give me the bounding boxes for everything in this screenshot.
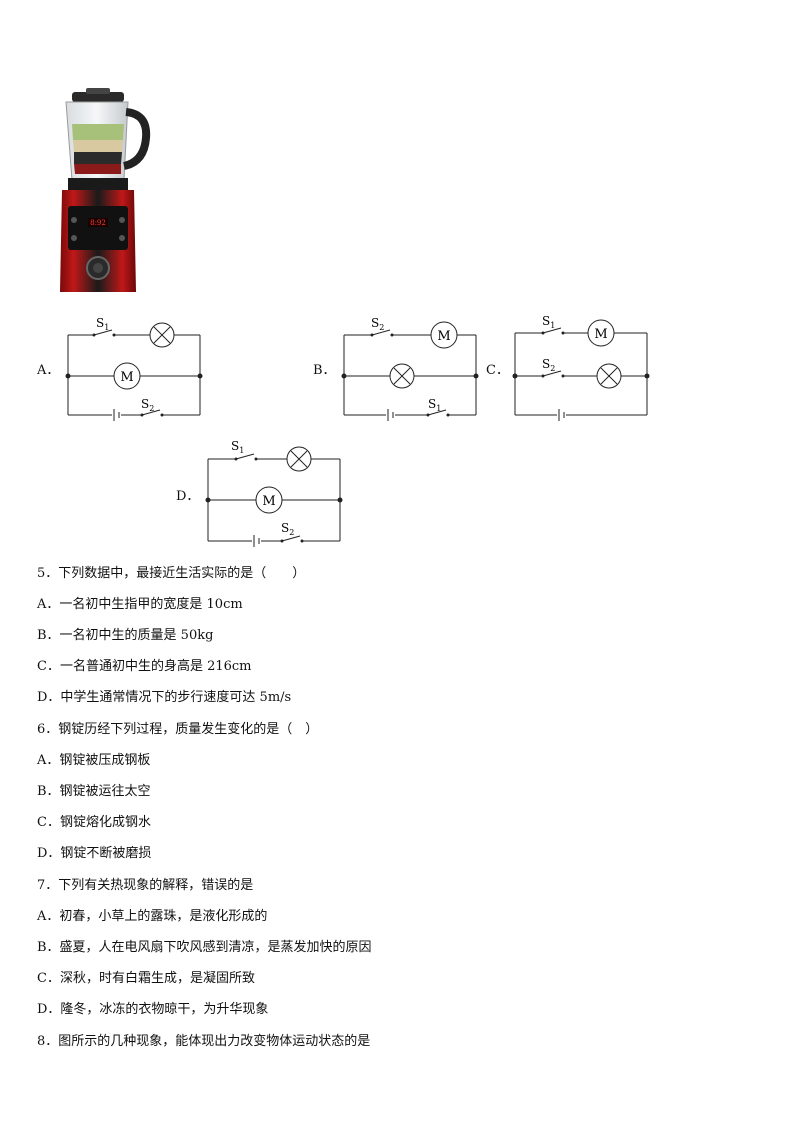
question-6-option-c: C．钢锭熔化成钢水 bbox=[37, 815, 151, 830]
circuit-b: M S2 S1 bbox=[341, 316, 479, 421]
question-8-stem: 8．图所示的几种现象，能体现出力改变物体运动状态的是 bbox=[37, 1034, 371, 1049]
circuit-c: M S1 S2 bbox=[512, 314, 650, 421]
question-6-option-d: D．钢锭不断被磨损 bbox=[37, 846, 152, 861]
switch-s2-label: S2 bbox=[371, 316, 384, 332]
question-5-option-a: A．一名初中生指甲的宽度是 10cm bbox=[37, 597, 243, 612]
question-5-option-b: B．一名初中生的质量是 50kg bbox=[37, 628, 214, 643]
question-5-option-c: C．一名普通初中生的身高是 216cm bbox=[37, 659, 252, 674]
question-7-option-a: A．初春，小草上的露珠，是液化形成的 bbox=[37, 909, 268, 924]
question-6-option-a: A．钢锭被压成钢板 bbox=[37, 753, 151, 768]
switch-s2-label: S2 bbox=[542, 357, 555, 373]
question-7-stem: 7．下列有关热现象的解释，错误的是 bbox=[37, 878, 254, 893]
question-6-option-b: B．钢锭被运往太空 bbox=[37, 784, 151, 799]
switch-s1-label: S1 bbox=[542, 314, 555, 330]
circuit-d: M S1 S2 bbox=[205, 439, 343, 547]
switch-s1-label: S1 bbox=[231, 439, 244, 455]
option-d-label: D． bbox=[176, 489, 200, 504]
question-7-option-d: D．隆冬，冰冻的衣物晾干，为升华现象 bbox=[37, 1002, 269, 1017]
question-5-option-d: D．中学生通常情况下的步行速度可达 5m/s bbox=[37, 690, 292, 705]
motor-label: M bbox=[437, 329, 450, 344]
svg-text:8:92: 8:92 bbox=[90, 219, 106, 227]
option-b-label: B． bbox=[313, 363, 336, 378]
question-7-option-c: C．深秋，时有白霜生成，是凝固所致 bbox=[37, 971, 255, 986]
switch-s2-label: S2 bbox=[141, 397, 154, 413]
question-5-stem: 5．下列数据中，最接近生活实际的是（ ） bbox=[37, 566, 306, 581]
option-a-label: A． bbox=[37, 363, 60, 378]
switch-s1-label: S1 bbox=[96, 316, 109, 332]
switch-s1-label: S1 bbox=[428, 397, 441, 413]
question-6-stem: 6．钢锭历经下列过程，质量发生变化的是（ ） bbox=[37, 722, 319, 737]
option-c-label: C． bbox=[486, 363, 509, 378]
question-7-option-b: B．盛夏，人在电风扇下吹风感到清凉，是蒸发加快的原因 bbox=[37, 940, 372, 955]
motor-label: M bbox=[120, 370, 133, 385]
circuit-a: M S1 S2 bbox=[65, 316, 203, 421]
motor-label: M bbox=[594, 327, 607, 342]
blender-image: 8:92 bbox=[60, 88, 151, 292]
motor-label: M bbox=[262, 494, 275, 509]
switch-s2-label: S2 bbox=[281, 521, 294, 537]
